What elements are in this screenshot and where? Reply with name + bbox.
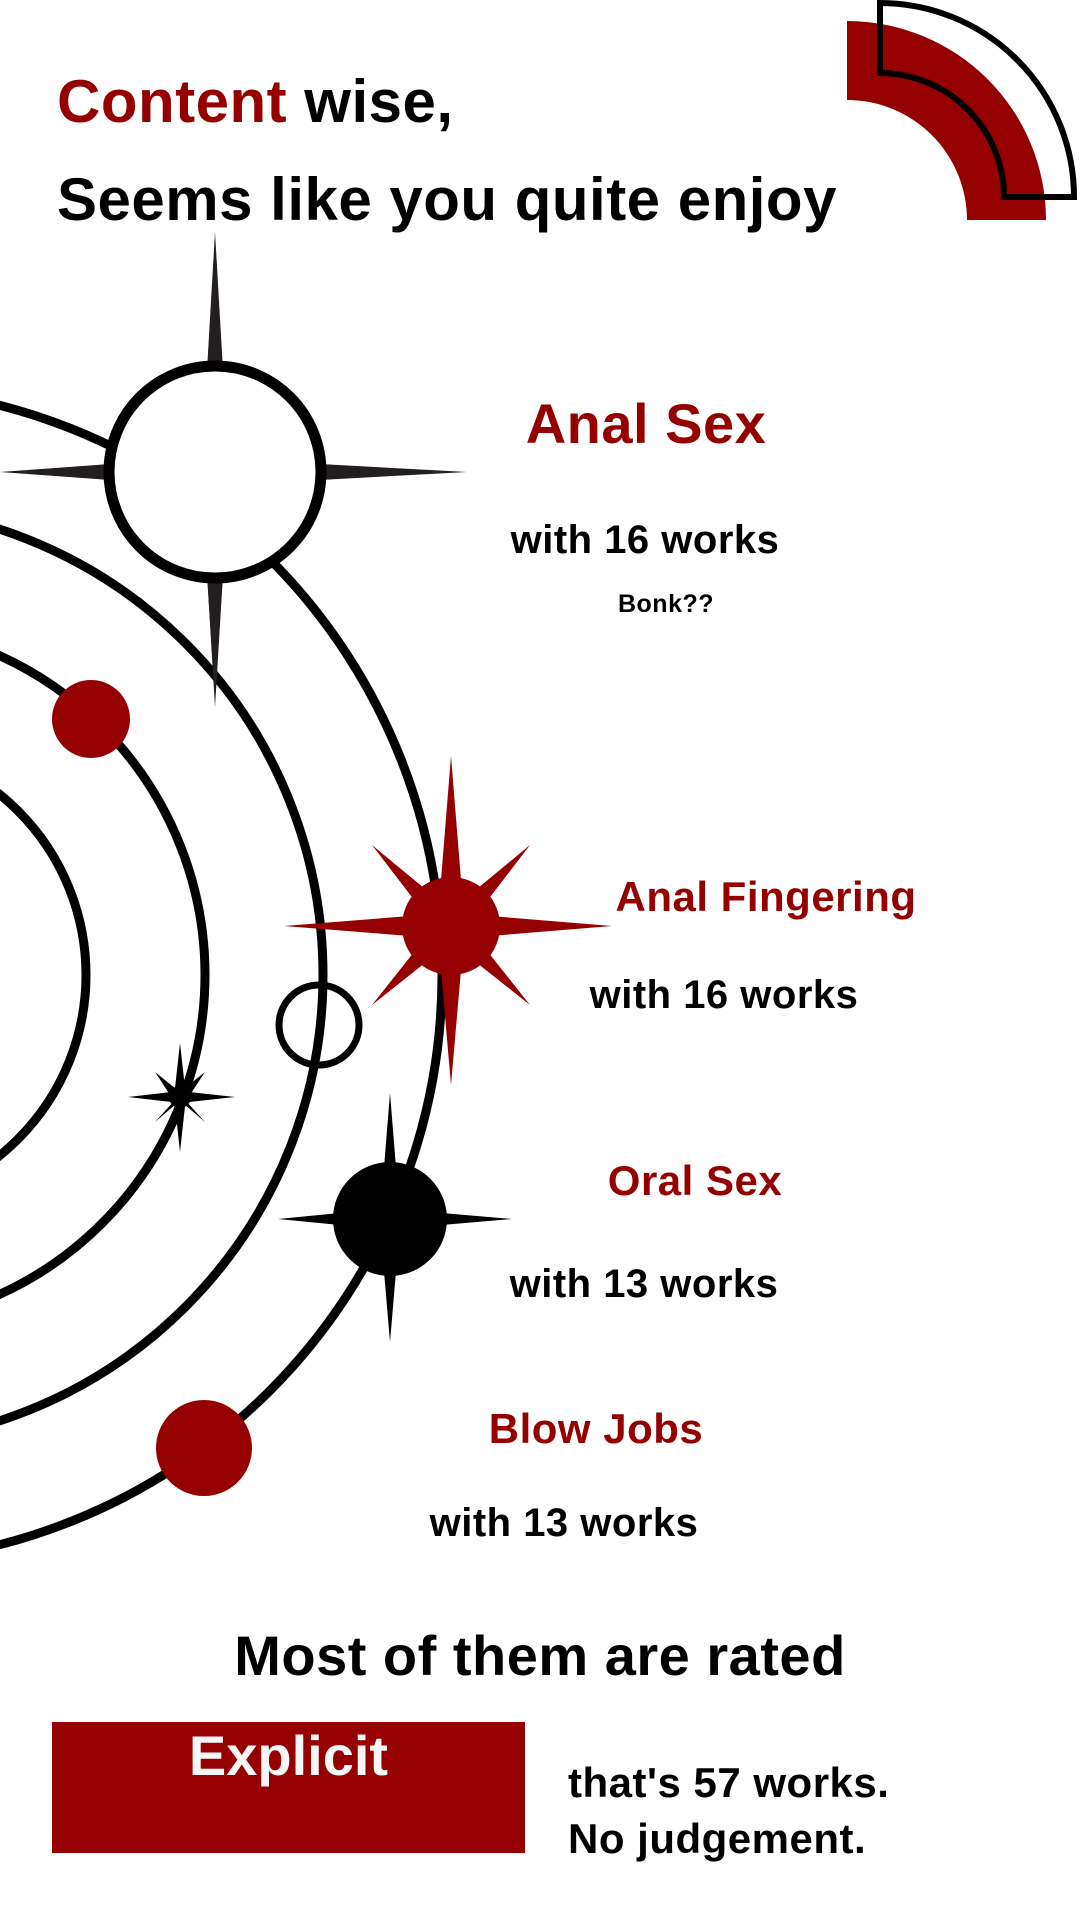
tag-name-2: Anal Fingering <box>615 873 917 920</box>
white-planet-star-icon <box>0 232 467 707</box>
red-planet-dot-lower <box>156 1400 252 1496</box>
rating-comment: No judgement. <box>568 1815 867 1862</box>
orbit-ring-2 <box>0 650 210 1300</box>
rating-badge: Explicit <box>52 1722 525 1853</box>
rating-intro: Most of them are rated <box>234 1624 846 1687</box>
tag-name-3: Oral Sex <box>607 1157 783 1204</box>
orbit-ring-3 <box>0 524 328 1426</box>
tag-name-1: Anal Sex <box>525 392 767 455</box>
small-ring-planet <box>275 981 363 1069</box>
tag-count-2: with 16 works <box>589 973 859 1017</box>
red-star-icon <box>284 756 612 1085</box>
rating-value: Explicit <box>188 1724 389 1787</box>
headline-line-1: Content wise, <box>57 72 454 132</box>
small-black-star-icon <box>128 1043 235 1152</box>
corner-red-arc <box>847 21 1046 220</box>
tag-note-1: Bonk?? <box>617 590 715 618</box>
headline-rest: wise, <box>287 68 454 135</box>
tag-name-4: Blow Jobs <box>488 1405 704 1452</box>
tag-count-1: with 16 works <box>510 518 780 562</box>
headline-line-2: Seems like you quite enjoy <box>57 166 837 233</box>
tag-count-4: with 13 works <box>429 1501 699 1545</box>
rating-count: that's 57 works. <box>568 1759 890 1806</box>
orbit-ring-1 <box>0 788 91 1162</box>
headline-highlight: Content <box>57 68 288 135</box>
red-planet-dot <box>52 680 130 758</box>
black-planet-star-icon <box>278 1093 512 1342</box>
corner-outline-arc <box>877 0 1078 200</box>
tag-count-3: with 13 works <box>509 1262 779 1306</box>
